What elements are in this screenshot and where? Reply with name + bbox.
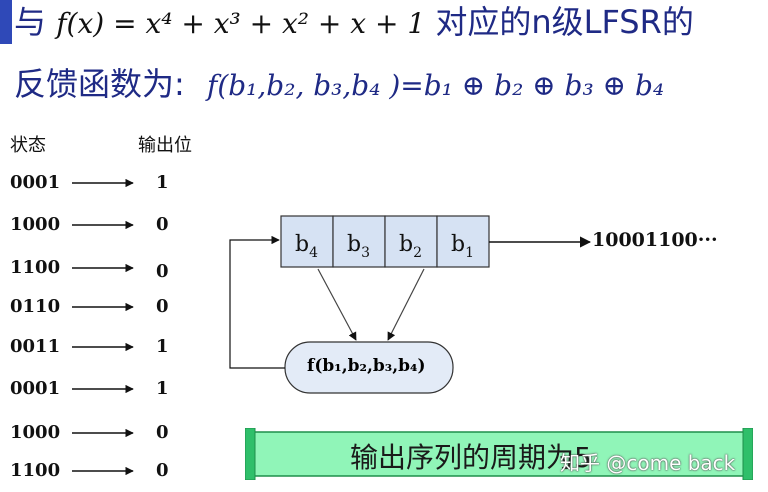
feedback-label: 反馈函数为: [14,65,185,103]
cell-b4-base: b [295,232,309,257]
tap-arrow-b2 [387,268,425,341]
state-value: 0011 [10,336,61,357]
shift-register: b4 b3 b2 b1 [280,215,490,268]
title-suffix: 对应的n级LFSR的 [435,3,694,41]
title-accent-bar [0,0,12,44]
feedback-function-label: f(b₁,b₂,b₃,b₄) [307,356,426,376]
title-prefix: 与 [14,3,47,41]
cell-b2-base: b [399,232,413,257]
header-output: 输出位 [138,135,192,156]
cell-b3-base: b [347,232,361,257]
cell-b2-sub: 2 [413,245,422,261]
output-sequence: 10001100··· [592,229,718,251]
state-arrows [72,178,134,476]
state-value: 0110 [10,296,61,317]
cell-b1-base: b [451,232,465,257]
output-bit: 0 [156,460,169,481]
output-bit: 0 [156,422,169,443]
state-value: 1000 [10,422,61,443]
output-bit: 0 [156,296,169,317]
state-value: 0001 [10,172,61,193]
output-bit: 0 [156,214,169,235]
cell-b1-sub: 1 [465,245,474,261]
register-cell-b2 [384,215,438,268]
period-banner [245,428,753,480]
svg-text:b2: b2 [399,232,422,261]
polynomial-formula: f(x) = x⁴ + x³ + x² + x + 1 [56,7,426,40]
header-state: 状态 [10,135,46,156]
feedback-formula: f(b₁,b₂, b₃,b₄ )=b₁ ⊕ b₂ ⊕ b₃ ⊕ b₄ [206,69,665,102]
cell-b3-sub: 3 [361,245,370,261]
watermark: 知乎 @come back [560,451,736,475]
period-text: 输出序列的周期为5 [350,441,592,474]
state-value: 1100 [10,257,61,278]
svg-text:b1: b1 [451,232,474,261]
output-bit: 0 [156,261,169,282]
state-table: 0001 1 1000 0 1100 0 0110 0 0011 1 0001 … [0,0,260,492]
svg-text:b4: b4 [295,232,318,261]
state-value: 0001 [10,378,61,399]
tap-arrow-b4 [317,268,357,341]
svg-text:b3: b3 [347,232,370,261]
title-line-2: 反馈函数为: f(b₁,b₂, b₃,b₄ )=b₁ ⊕ b₂ ⊕ b₃ ⊕ b… [14,64,664,106]
register-cell-b3 [332,215,386,268]
output-bit: 1 [156,378,169,399]
title-line-1: 与 f(x) = x⁴ + x³ + x² + x + 1 对应的n级LFSR的 [14,2,694,44]
state-value: 1000 [10,214,61,235]
cell-b4-sub: 4 [309,245,318,261]
state-value: 1100 [10,460,61,481]
output-bit: 1 [156,336,169,357]
feedback-loop-arrow [229,235,285,369]
output-bit: 1 [156,172,169,193]
